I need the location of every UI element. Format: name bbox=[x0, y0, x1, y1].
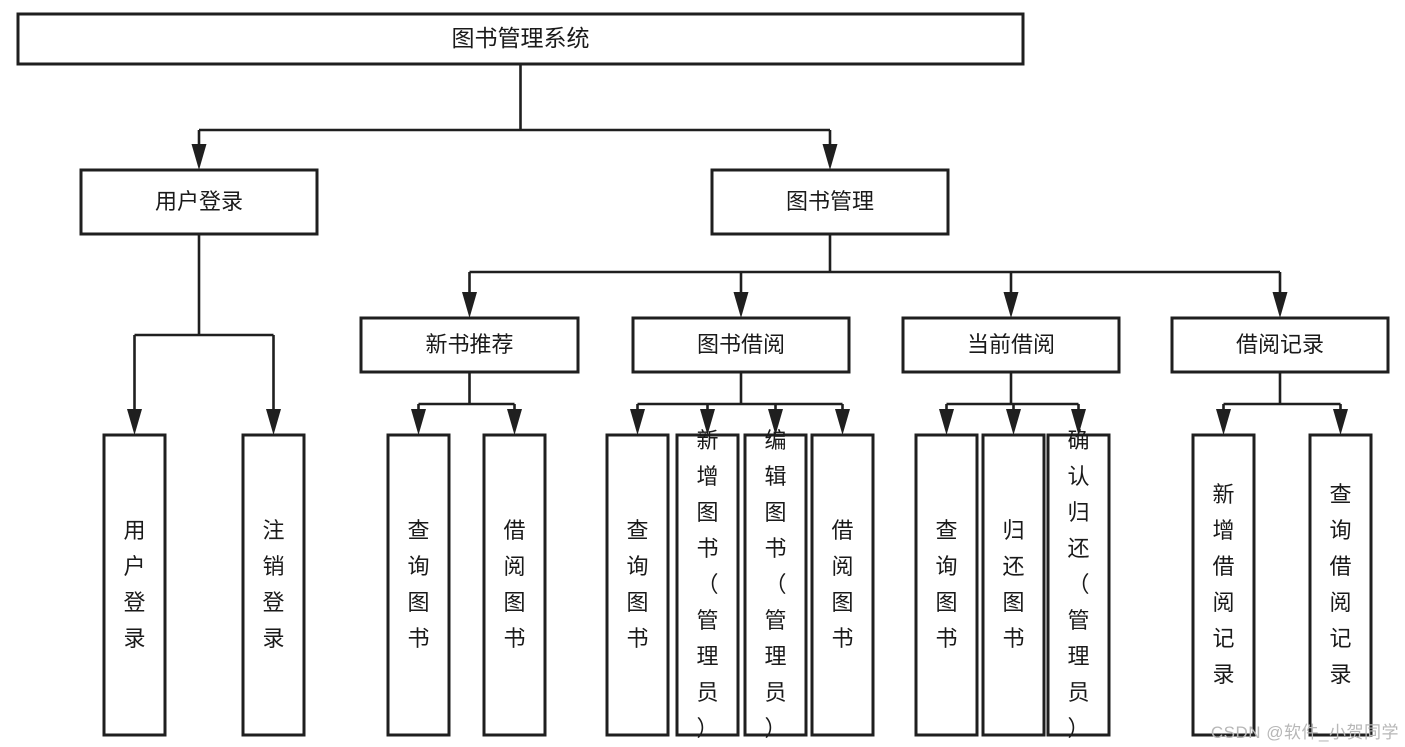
node-label: 用户登录 bbox=[155, 189, 243, 214]
watermark-label: CSDN @软件_小贺同学 bbox=[1210, 723, 1399, 742]
node-box[interactable] bbox=[1170, 316, 1390, 374]
node-box[interactable] bbox=[901, 316, 1121, 374]
node-box[interactable] bbox=[386, 433, 451, 737]
arrow-head-icon bbox=[939, 409, 954, 435]
node-box[interactable] bbox=[241, 433, 306, 737]
node-label: 查询图书 bbox=[935, 518, 957, 651]
arrow-head-icon bbox=[700, 409, 715, 435]
arrow-head-icon bbox=[768, 409, 783, 435]
node-label: 借阅记录 bbox=[1236, 332, 1324, 357]
node-label: 查询图书 bbox=[626, 518, 648, 651]
node-leaf-add-book-admin[interactable]: 新增图书（管理员） bbox=[675, 428, 740, 741]
node-leaf-return-book[interactable]: 归还图书 bbox=[981, 433, 1046, 737]
arrow-head-icon bbox=[1006, 409, 1021, 435]
node-label: 新书推荐 bbox=[425, 332, 513, 357]
node-leaf-user-logout[interactable]: 注销登录 bbox=[241, 433, 306, 737]
arrow-head-icon bbox=[630, 409, 645, 435]
node-user-login[interactable]: 用户登录 bbox=[79, 168, 319, 236]
node-leaf-query-book-cur[interactable]: 查询图书 bbox=[914, 433, 979, 737]
arrow-head-icon bbox=[1071, 409, 1086, 435]
node-box[interactable] bbox=[631, 316, 851, 374]
node-leaf-borrow-book-rec[interactable]: 借阅图书 bbox=[482, 433, 547, 737]
node-layer: 图书管理系统用户登录图书管理新书推荐图书借阅当前借阅借阅记录用户登录注销登录查询… bbox=[16, 12, 1390, 741]
arrow-head-icon bbox=[1003, 292, 1019, 318]
arrow-head-icon bbox=[1333, 409, 1348, 435]
node-box[interactable] bbox=[810, 433, 875, 737]
arrow-head-icon bbox=[733, 292, 749, 318]
connector-borrow-record-to-leaves bbox=[1216, 372, 1348, 435]
arrow-head-icon bbox=[1272, 292, 1288, 318]
node-box[interactable] bbox=[743, 433, 808, 737]
node-label: 新增图书（管理员） bbox=[696, 428, 718, 741]
node-label: 注销登录 bbox=[262, 518, 284, 651]
node-leaf-confirm-return[interactable]: 确认归还（管理员） bbox=[1046, 428, 1111, 741]
arrow-head-icon bbox=[835, 409, 850, 435]
node-label: 用户登录 bbox=[123, 518, 145, 651]
connector-book-borrow-to-leaves bbox=[630, 372, 850, 435]
connector-current-borrow-to-leaves bbox=[939, 372, 1086, 435]
node-label: 归还图书 bbox=[1002, 518, 1024, 651]
node-borrow-record[interactable]: 借阅记录 bbox=[1170, 316, 1390, 374]
node-label: 当前借阅 bbox=[967, 332, 1055, 357]
node-leaf-edit-book-admin[interactable]: 编辑图书（管理员） bbox=[743, 428, 808, 741]
node-current-borrow[interactable]: 当前借阅 bbox=[901, 316, 1121, 374]
connector-book-manage-to-level2 bbox=[462, 234, 1288, 318]
node-label: 新增借阅记录 bbox=[1212, 482, 1234, 687]
node-root[interactable]: 图书管理系统 bbox=[16, 12, 1025, 66]
connector-layer bbox=[127, 64, 1348, 435]
node-leaf-query-borrow-record[interactable]: 查询借阅记录 bbox=[1308, 433, 1373, 737]
arrow-head-icon bbox=[462, 292, 477, 318]
node-box[interactable] bbox=[605, 433, 670, 737]
arrow-head-icon bbox=[191, 144, 207, 170]
node-leaf-query-book-rec[interactable]: 查询图书 bbox=[386, 433, 451, 737]
node-label: 图书管理系统 bbox=[452, 25, 590, 51]
connector-new-book-recommend-to-leaves bbox=[411, 372, 522, 435]
node-label: 查询借阅记录 bbox=[1329, 482, 1351, 687]
arrow-head-icon bbox=[127, 409, 142, 435]
node-leaf-query-book-brw[interactable]: 查询图书 bbox=[605, 433, 670, 737]
node-book-borrow[interactable]: 图书借阅 bbox=[631, 316, 851, 374]
node-label: 编辑图书（管理员） bbox=[764, 428, 786, 741]
node-box[interactable] bbox=[914, 433, 979, 737]
node-label: 借阅图书 bbox=[831, 518, 853, 651]
node-label: 借阅图书 bbox=[503, 518, 525, 651]
node-leaf-add-borrow-record[interactable]: 新增借阅记录 bbox=[1191, 433, 1256, 737]
node-box[interactable] bbox=[79, 168, 319, 236]
node-box[interactable] bbox=[1191, 433, 1256, 737]
arrow-head-icon bbox=[822, 144, 838, 170]
node-label: 查询图书 bbox=[407, 518, 429, 651]
node-box[interactable] bbox=[102, 433, 167, 737]
node-box[interactable] bbox=[675, 433, 740, 737]
node-leaf-borrow-book-brw[interactable]: 借阅图书 bbox=[810, 433, 875, 737]
node-leaf-user-login[interactable]: 用户登录 bbox=[102, 433, 167, 737]
connector-user-login-to-leaves bbox=[127, 234, 281, 435]
node-box[interactable] bbox=[981, 433, 1046, 737]
node-book-manage[interactable]: 图书管理 bbox=[710, 168, 950, 236]
node-box[interactable] bbox=[1046, 433, 1111, 737]
node-box[interactable] bbox=[482, 433, 547, 737]
node-box[interactable] bbox=[16, 12, 1025, 66]
node-box[interactable] bbox=[710, 168, 950, 236]
node-label: 确认归还（管理员） bbox=[1067, 428, 1089, 741]
connector-root-to-level1 bbox=[191, 64, 838, 170]
arrow-head-icon bbox=[1216, 409, 1231, 435]
node-box[interactable] bbox=[359, 316, 580, 374]
node-new-book-recommend[interactable]: 新书推荐 bbox=[359, 316, 580, 374]
node-label: 图书管理 bbox=[786, 189, 874, 214]
arrow-head-icon bbox=[507, 409, 522, 435]
node-box[interactable] bbox=[1308, 433, 1373, 737]
arrow-head-icon bbox=[266, 409, 281, 435]
arrow-head-icon bbox=[411, 409, 426, 435]
node-label: 图书借阅 bbox=[697, 332, 785, 357]
